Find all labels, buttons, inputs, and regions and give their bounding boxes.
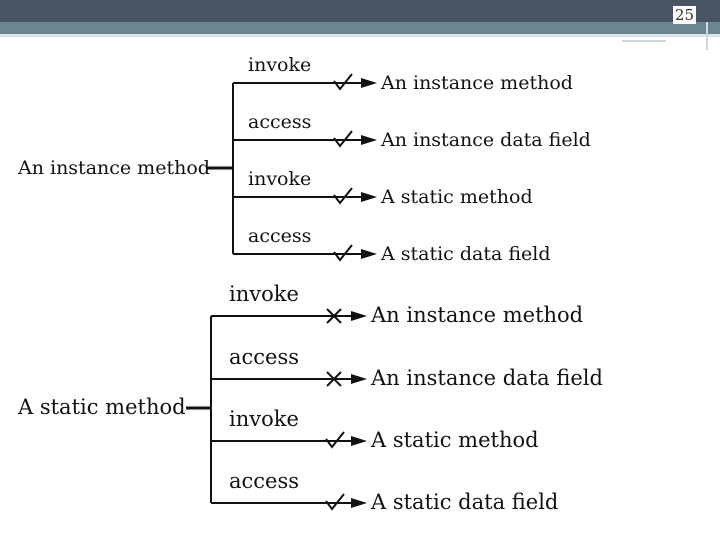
action-label: invoke [229,282,299,306]
slide-header-accent [0,22,720,34]
target-label: A static data field [370,490,558,514]
target-label: An instance data field [370,366,603,390]
page-number: 25 [672,6,696,24]
target-label: An instance data field [380,129,591,151]
target-label: A static method [370,428,539,452]
arrow-head [351,311,367,321]
action-label: invoke [229,407,299,431]
target-label: A static method [380,186,533,208]
source-label: An instance method [17,157,210,179]
arrow-head [351,436,367,446]
slide-header-stripe [0,34,720,37]
source-label: A static method [17,395,186,419]
arrow-head [361,249,377,259]
check-icon [325,431,345,449]
check-icon [333,130,353,148]
action-label: access [248,111,311,133]
arrow-head [361,135,377,145]
check-icon [333,73,353,91]
target-label: An instance method [380,72,573,94]
cross-icon [326,308,342,324]
target-label: An instance method [370,303,583,327]
target-label: A static data field [380,243,551,265]
arrow-head [351,498,367,508]
action-label: invoke [248,168,311,190]
action-label: access [229,469,299,493]
cross-icon [326,371,342,387]
arrow-head [361,78,377,88]
check-icon [333,187,353,205]
action-label: invoke [248,54,311,76]
arrow-head [361,192,377,202]
slide-header-bar [0,0,720,22]
arrow-head [351,374,367,384]
action-label: access [229,345,299,369]
action-label: access [248,225,311,247]
check-icon [325,493,345,511]
corner-line [622,40,666,42]
check-icon [333,244,353,262]
corner-decoration [706,22,720,50]
